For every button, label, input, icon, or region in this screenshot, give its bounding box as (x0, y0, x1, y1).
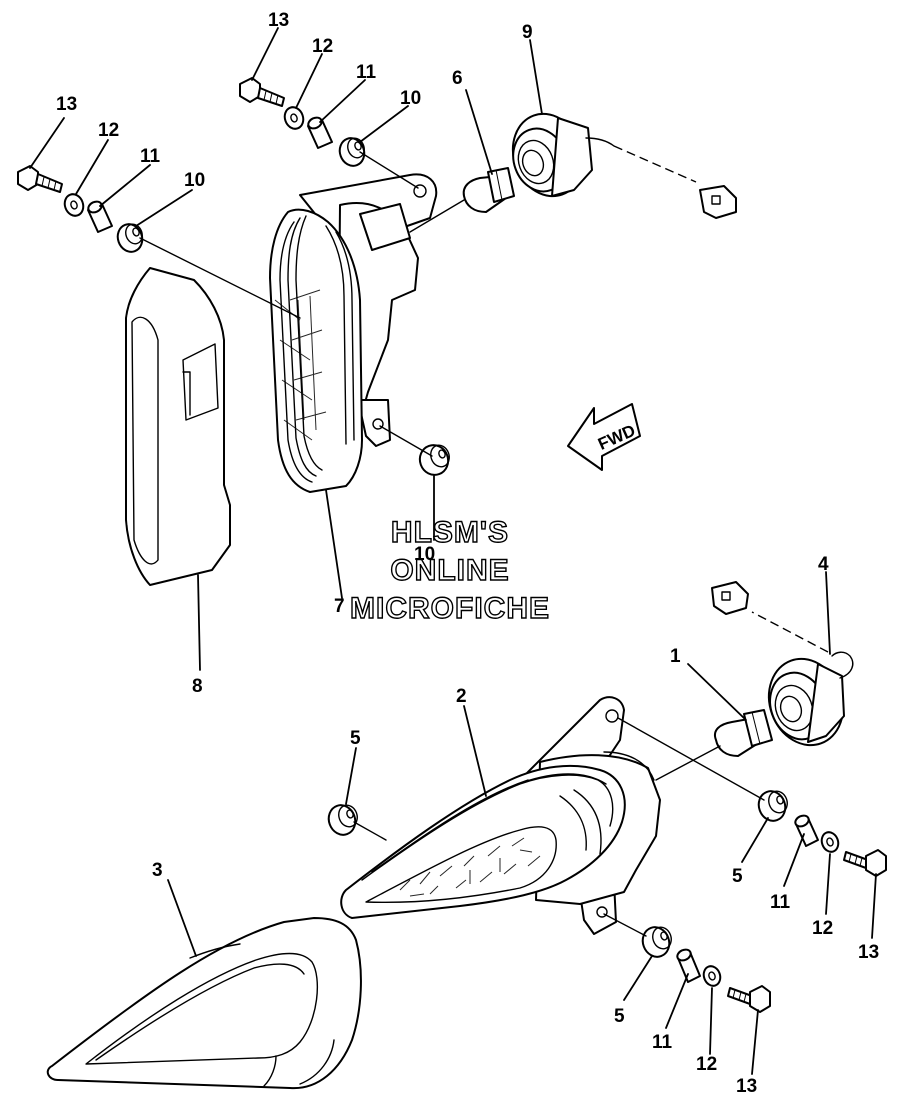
watermark-line-1: HLSM'S (391, 516, 509, 549)
callout-13: 13 (56, 94, 77, 115)
callout-11: 11 (770, 892, 791, 913)
hardware-upper-top (239, 77, 366, 167)
callout-12: 12 (696, 1054, 717, 1075)
callout-10: 10 (184, 170, 205, 191)
callout-1: 1 (670, 646, 681, 667)
callout-13: 13 (736, 1076, 757, 1097)
callout-12: 12 (98, 120, 119, 141)
callout-7: 7 (334, 596, 345, 617)
part-3-lens-cover (46, 917, 362, 1090)
callout-5: 5 (350, 728, 361, 749)
leader-lines (29, 27, 877, 1075)
hardware-lower-upper (757, 790, 887, 877)
part-6-bulb-upper (462, 167, 515, 213)
callout-10: 10 (414, 544, 435, 565)
callout-8: 8 (192, 676, 203, 697)
watermark: HLSM'S ONLINE MICROFICHE (349, 515, 550, 625)
callout-5: 5 (732, 866, 743, 887)
callout-11: 11 (140, 146, 161, 167)
part-1-bulb-lower (714, 709, 773, 757)
part-2-flasher-body (340, 696, 661, 935)
part-9-socket-upper (511, 112, 737, 219)
callout-5: 5 (614, 1006, 625, 1027)
callout-numbers: 13 12 11 10 13 12 11 10 6 9 10 7 8 4 1 2… (56, 10, 879, 1097)
part-4-socket-lower (711, 581, 854, 747)
part-10-grommet-lower (418, 444, 450, 476)
callout-9: 9 (522, 22, 533, 43)
callout-10: 10 (400, 88, 421, 109)
callout-11: 11 (356, 62, 377, 83)
watermark-line-3: MICROFICHE (350, 592, 550, 625)
callout-12: 12 (812, 918, 833, 939)
callout-2: 2 (456, 686, 467, 707)
forward-direction-arrow: FWD (567, 403, 641, 471)
callout-13: 13 (858, 942, 879, 963)
upper-alignment-lines (139, 151, 465, 457)
callout-12: 12 (312, 36, 333, 57)
lower-alignment-lines (353, 717, 765, 937)
part-5-grommet-left (327, 804, 358, 836)
watermark-line-2: ONLINE (390, 554, 509, 587)
callout-11: 11 (652, 1032, 673, 1053)
callout-13: 13 (268, 10, 289, 31)
callout-3: 3 (152, 860, 163, 881)
part-8-lens-cover (125, 267, 231, 586)
hardware-lower-bottom (641, 926, 771, 1013)
hardware-upper-left (17, 165, 144, 253)
part-7-flasher-body (269, 173, 438, 493)
callout-6: 6 (452, 68, 463, 89)
callout-4: 4 (818, 554, 829, 575)
